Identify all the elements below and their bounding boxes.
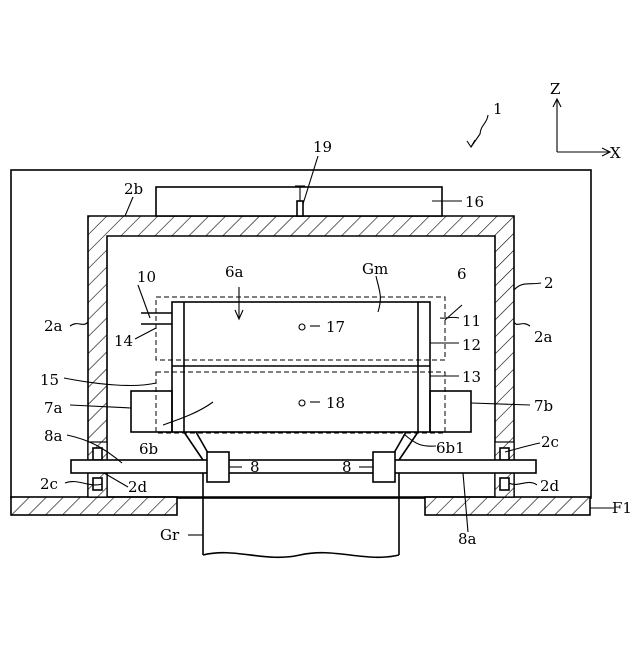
- shaft: [71, 460, 536, 473]
- label-heater: 11: [462, 312, 481, 330]
- label-ground: Gr: [160, 526, 180, 544]
- label-foot-right: 6b1: [436, 439, 465, 457]
- label-axis-z: Z: [550, 80, 560, 98]
- label-probe: 19: [313, 138, 332, 156]
- label-wall-13: 13: [462, 368, 481, 386]
- label-seal-right-top: 2c: [541, 433, 559, 451]
- label-axis-x: X: [610, 144, 621, 162]
- side-block-left: [131, 391, 172, 432]
- seal-right-inner-2: [500, 478, 509, 490]
- dashed-region-lower: [156, 372, 445, 433]
- sensor-18-marker: [299, 400, 305, 406]
- side-block-right: [430, 391, 471, 432]
- label-shaft-right: 8a: [458, 530, 477, 548]
- bearing-left: [207, 452, 229, 482]
- label-seal-left-bottom: 2c: [40, 475, 58, 493]
- label-region-15: 15: [40, 371, 59, 389]
- ground-column: [203, 460, 399, 557]
- sensor-17-marker: [299, 324, 305, 330]
- label-unit-top: 6a: [225, 263, 244, 281]
- label-wall-12: 12: [462, 336, 481, 354]
- label-fig-ref: 1: [493, 100, 503, 118]
- bearing-right: [373, 452, 395, 482]
- floor-plate-right: [425, 497, 590, 515]
- label-floor: F1: [612, 499, 632, 517]
- label-side-left: 7a: [44, 399, 63, 417]
- probe-body: [297, 201, 303, 216]
- label-frame: 10: [137, 268, 156, 286]
- label-top-block: 16: [465, 193, 484, 211]
- label-sensor-18: 18: [326, 394, 345, 412]
- dashed-region-upper: [156, 297, 445, 360]
- label-seal-right-d: 2d: [540, 477, 560, 495]
- label-shaft-left: 8a: [44, 427, 63, 445]
- floor-plate-left: [11, 497, 177, 515]
- label-bearing-left: 8: [250, 458, 260, 476]
- label-wall-left: 2a: [44, 317, 63, 335]
- label-seal-left-d: 2d: [128, 478, 148, 496]
- seal-right-inner: [500, 448, 509, 460]
- label-wall-right: 2a: [534, 328, 553, 346]
- label-chamber: 2: [544, 274, 554, 292]
- label-ceiling: 2b: [124, 180, 143, 198]
- label-gas-m: Gm: [362, 260, 388, 278]
- label-sensor-17: 17: [326, 318, 345, 336]
- label-pipe-14: 14: [114, 332, 133, 350]
- label-side-right: 7b: [534, 397, 553, 415]
- seal-left-inner: [93, 448, 102, 460]
- label-unit: 6: [457, 265, 467, 283]
- unit-body: [172, 302, 430, 432]
- label-unit-bottom: 6b: [139, 440, 158, 458]
- label-bearing-right: 8: [342, 458, 352, 476]
